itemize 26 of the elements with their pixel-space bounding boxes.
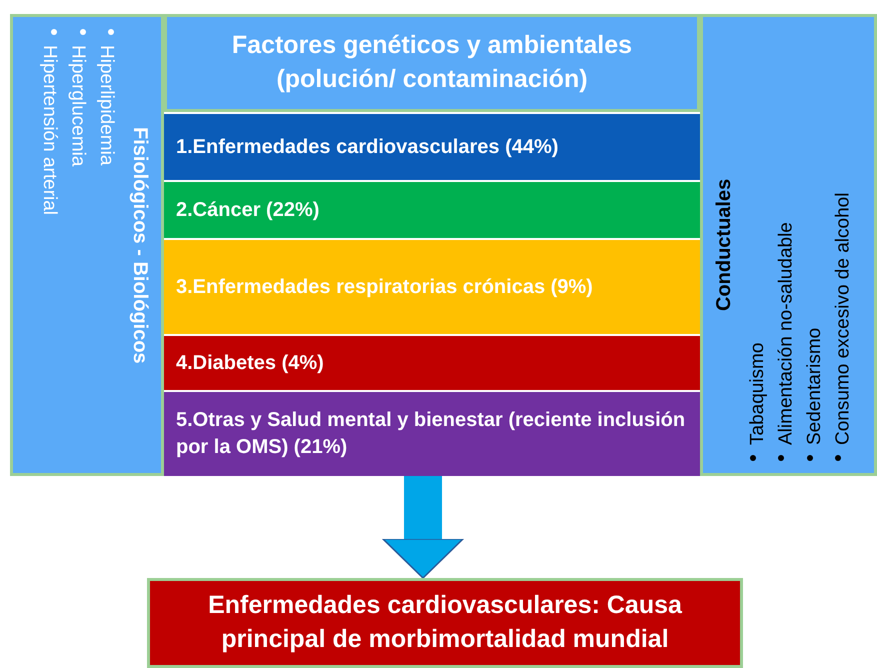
list-item-text: Hiperglucemia	[68, 45, 88, 166]
factor-panel	[700, 14, 877, 476]
panel-heading: Fisiológicos - Biológicos	[128, 126, 151, 366]
category-bar	[164, 182, 700, 238]
result-box	[147, 578, 743, 668]
block-arrow	[382, 476, 464, 579]
list-item-text: Tabaquismo	[747, 342, 768, 445]
list-item-text: Sedentarismo	[804, 328, 825, 445]
box-text: Factores genéticos y ambientales (polución/ contaminación)	[230, 30, 634, 95]
category-label: 2.Cáncer (22%)	[176, 198, 320, 222]
header-box	[164, 14, 700, 112]
list-item-text: Consumo excesivo de alcohol	[832, 192, 854, 445]
category-label: 5.Otras y Salud mental y bienestar (reciente inclusión por la OMS) (21%)	[176, 408, 686, 460]
list-item-text: Hiperlipidemia	[96, 45, 117, 166]
list-item-text: Hipertensión arterial	[39, 45, 60, 216]
category-bar	[164, 392, 700, 476]
panel-heading: Conductuales	[713, 178, 736, 314]
category-label: 3.Enfermedades respiratorias crónicas (9%)	[176, 274, 593, 300]
category-label: 1.Enfermedades cardiovasculares (44%)	[176, 134, 558, 160]
category-bar	[164, 240, 700, 334]
box-text: Enfermedades cardiovasculares: Causa principal de morbimortalidad mundial	[207, 590, 683, 655]
category-bar	[164, 336, 700, 390]
category-bar	[164, 114, 700, 180]
list-item-text: Alimentación no-saludable	[776, 222, 796, 445]
category-label: 4.Diabetes (4%)	[176, 350, 324, 376]
factor-panel	[10, 14, 164, 476]
